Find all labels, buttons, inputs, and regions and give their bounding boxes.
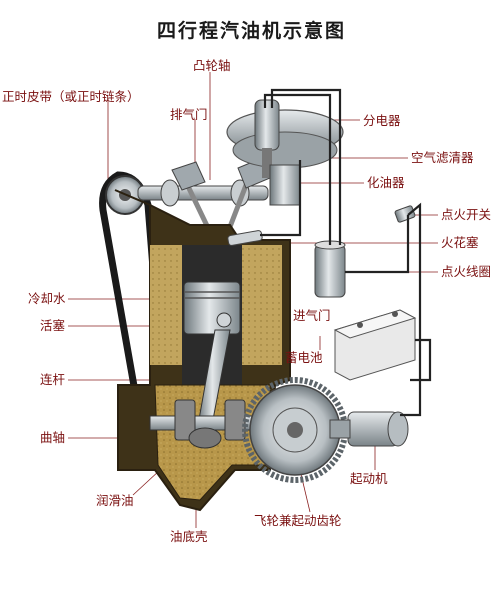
label-intake-valve: 进气门 <box>293 308 331 323</box>
label-timing-belt: 正时皮带（或正时链条） <box>2 89 140 104</box>
label-piston: 活塞 <box>40 318 66 333</box>
wires <box>260 88 432 417</box>
flywheel <box>242 377 348 483</box>
camshaft <box>137 179 269 207</box>
label-ignition-switch: 点火开关 <box>441 207 492 222</box>
label-battery: 蓄电池 <box>285 350 323 365</box>
label-oil-pan: 油底壳 <box>170 529 208 544</box>
label-carburetor: 化油器 <box>367 175 405 190</box>
ignition-switch-device <box>394 205 416 223</box>
label-crankshaft: 曲轴 <box>40 430 66 445</box>
label-coolant: 冷却水 <box>28 291 66 306</box>
label-spark-plug: 火花塞 <box>441 235 479 250</box>
piston-assembly <box>183 281 241 426</box>
starter-motor <box>329 411 409 447</box>
label-starter-motor: 起动机 <box>350 471 388 486</box>
label-air-filter: 空气滤清器 <box>411 150 474 165</box>
label-camshaft: 凸轮轴 <box>193 58 231 73</box>
label-flywheel: 飞轮兼起动齿轮 <box>254 513 342 528</box>
ignition-coil <box>314 240 346 298</box>
label-distributor: 分电器 <box>363 113 401 128</box>
label-exhaust-valve: 排气门 <box>170 107 208 122</box>
label-connecting-rod: 连杆 <box>40 372 66 387</box>
air-filter <box>226 99 344 206</box>
label-ignition-coil: 点火线圈 <box>441 264 492 279</box>
battery <box>333 309 417 381</box>
diagram-title: 四行程汽油机示意图 <box>156 20 346 42</box>
label-lubricating-oil: 润滑油 <box>96 493 134 508</box>
